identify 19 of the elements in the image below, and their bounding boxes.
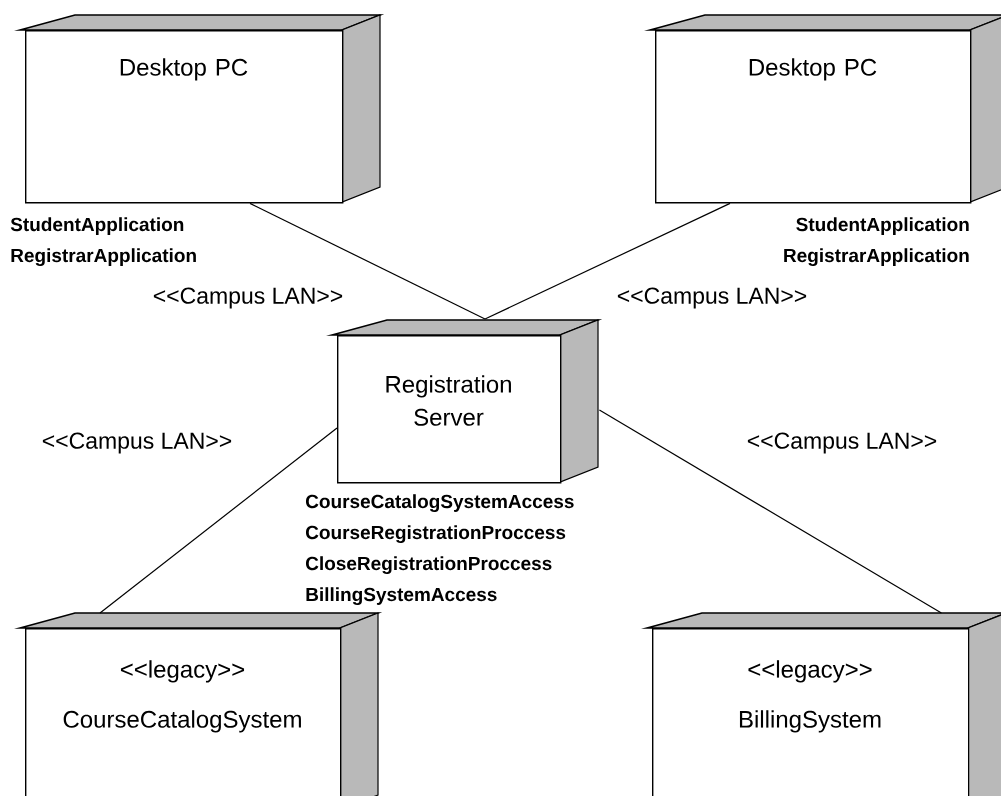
- connector-line: [249, 202, 486, 320]
- connector-line: [99, 427, 338, 614]
- component-label: CourseCatalogSystemAccess: [306, 494, 574, 512]
- node-label: BillingSystem: [739, 710, 881, 733]
- component-label: BillingSystemAccess: [306, 587, 497, 605]
- edge-label: <<Campus LAN>>: [151, 286, 345, 310]
- component-label: StudentApplication: [796, 217, 969, 235]
- connector-line: [484, 202, 731, 320]
- component-label: CourseRegistrationProccess: [306, 525, 566, 543]
- component-label: RegistrarApplication: [11, 248, 196, 266]
- node-label: <<legacy>>: [748, 660, 872, 683]
- edge-label: <<Campus LAN>>: [40, 431, 234, 455]
- component-label: StudentApplication: [10, 217, 184, 235]
- component-label: CloseRegistrationProccess: [306, 556, 552, 574]
- component-label: RegistrarApplication: [784, 248, 969, 266]
- node-label: CourseCatalogSystem: [63, 710, 301, 733]
- node-label: <<legacy>>: [120, 660, 245, 683]
- edge-label: <<Campus LAN>>: [615, 286, 809, 310]
- edge-label: <<Campus LAN>>: [745, 431, 939, 455]
